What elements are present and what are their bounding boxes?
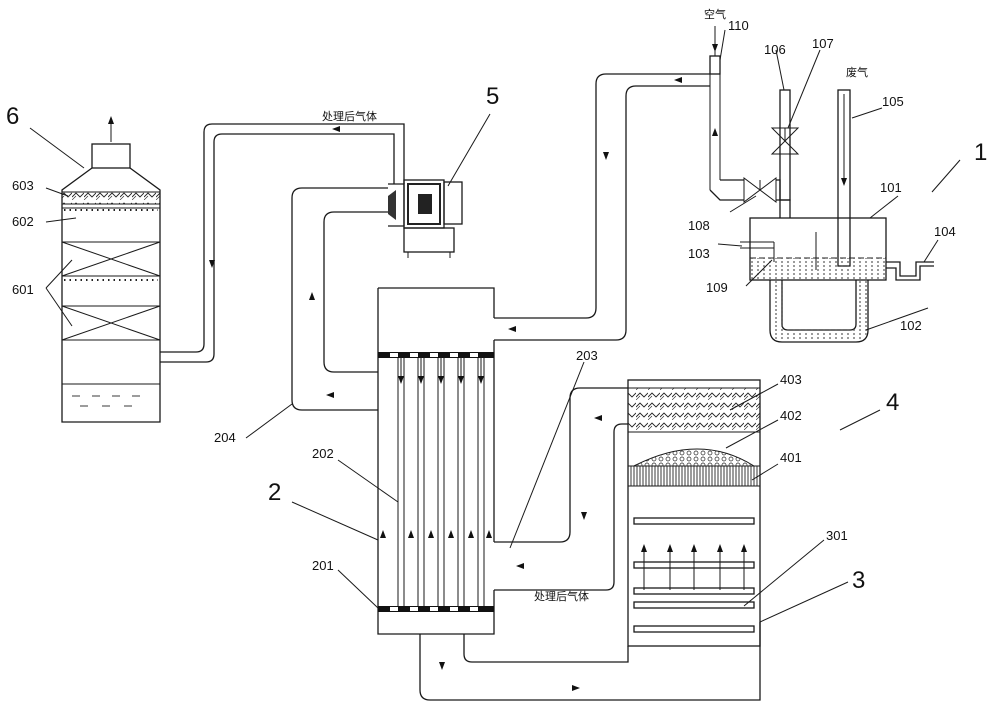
unit-1 xyxy=(709,26,934,343)
label-110: 110 xyxy=(728,18,749,33)
label-3: 3 xyxy=(852,567,865,594)
pipe-fan-to-tower xyxy=(160,123,405,363)
label-107: 107 xyxy=(812,36,834,51)
label-waste-gas: 废气 xyxy=(846,65,868,79)
fan-5 xyxy=(388,179,463,258)
spray-tower-6 xyxy=(61,116,161,423)
label-treated-gas-bottom: 处理后气体 xyxy=(534,589,589,603)
heat-exchanger-2 xyxy=(377,287,495,635)
label-5: 5 xyxy=(486,83,499,110)
label-202: 202 xyxy=(312,446,334,461)
label-106: 106 xyxy=(764,42,786,57)
label-101: 101 xyxy=(880,180,902,195)
pipe-204 xyxy=(291,187,388,411)
label-203: 203 xyxy=(576,348,598,363)
pipe-203 xyxy=(494,387,628,591)
label-4: 4 xyxy=(886,389,899,416)
label-601: 601 xyxy=(12,282,34,297)
absorber-3-4 xyxy=(627,379,761,647)
label-602: 602 xyxy=(12,214,34,229)
label-403: 403 xyxy=(780,372,802,387)
label-603: 603 xyxy=(12,178,34,193)
label-102: 102 xyxy=(900,318,922,333)
label-401: 401 xyxy=(780,450,802,465)
label-105: 105 xyxy=(882,94,904,109)
label-air: 空气 xyxy=(704,7,726,21)
pipe-bottom xyxy=(419,622,761,701)
label-402: 402 xyxy=(780,408,802,423)
label-103: 103 xyxy=(688,246,710,261)
label-109: 109 xyxy=(706,280,728,295)
label-104: 104 xyxy=(934,224,956,239)
label-108: 108 xyxy=(688,218,710,233)
label-301: 301 xyxy=(826,528,848,543)
label-204: 204 xyxy=(214,430,236,445)
label-6: 6 xyxy=(6,103,19,130)
label-treated-gas-top: 处理后气体 xyxy=(322,109,377,123)
leader-lines xyxy=(29,29,961,623)
label-201: 201 xyxy=(312,558,334,573)
label-1: 1 xyxy=(974,139,987,166)
label-2: 2 xyxy=(268,479,281,506)
pipe-unit1-to-exchanger xyxy=(494,73,710,341)
